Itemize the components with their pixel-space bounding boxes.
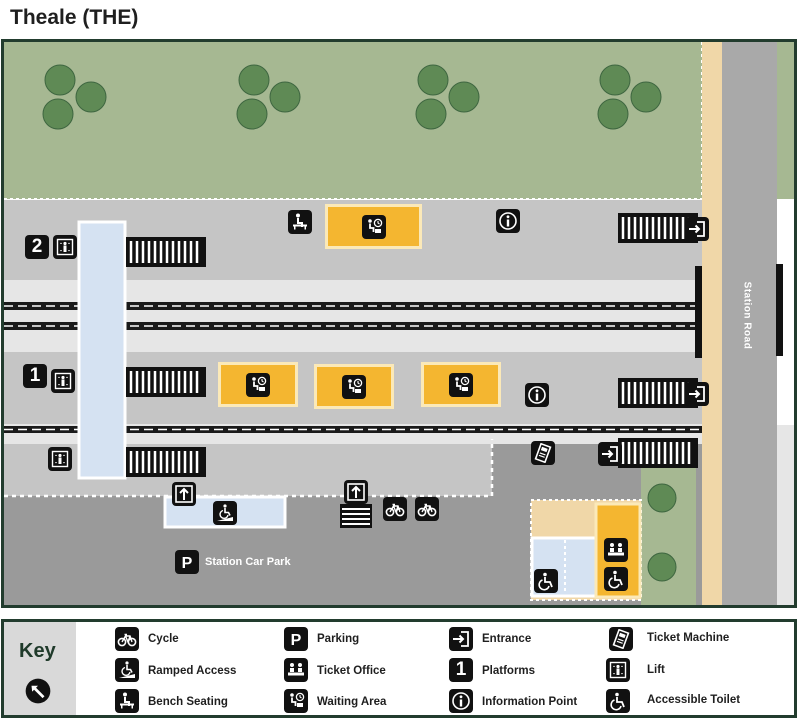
bench-seating-icon: [115, 689, 139, 713]
stair-treads: [129, 217, 691, 473]
key-item-label: Platforms: [482, 665, 536, 677]
cycle-icon: [115, 627, 139, 651]
platform-number-2: 2: [25, 235, 49, 259]
key-item-label: Accessible Toilet: [647, 694, 741, 706]
exit-up-icon: [172, 482, 196, 506]
key-item-label: Ticket Machine: [647, 632, 730, 644]
ticket-machine-icon: [531, 441, 555, 465]
accessible-toilet-icon: [534, 569, 558, 593]
ticket-machine-icon: [609, 627, 633, 651]
exit-up-icon: [344, 480, 368, 504]
lift-icon: [606, 658, 630, 682]
lift-icon: [53, 235, 77, 259]
waiting-area-icon: [361, 214, 386, 239]
information-point-icon: [449, 689, 473, 713]
waiting-area-icon: [342, 374, 366, 399]
accessible-toilet-icon: [606, 689, 630, 713]
platforms-icon: 1: [449, 658, 473, 682]
ticket-office-icon: [604, 538, 628, 562]
bridge-parapet: [695, 266, 702, 358]
waiting-area-icon: [284, 689, 308, 713]
accessible-toilet-icon: [604, 567, 628, 591]
map-title: Theale (THE): [10, 6, 139, 29]
lift-icon: [51, 369, 75, 393]
station-map: 2 1 Station Car Park Station Road: [1, 39, 797, 608]
key-item-label: Ticket Office: [317, 665, 386, 677]
grass-verge: [641, 448, 696, 605]
track-bed: [4, 280, 794, 352]
entrance-icon: [685, 217, 709, 241]
waiting-shelter: [218, 362, 298, 407]
cycle-icon: [415, 497, 439, 521]
key-title: Key: [19, 640, 56, 662]
lift-icon: [48, 447, 72, 471]
entrance-icon: [685, 382, 709, 406]
car-park-label: Station Car Park: [205, 556, 291, 568]
waiting-shelter: [421, 362, 501, 407]
waiting-area-icon: [246, 372, 270, 397]
key-item-label: Information Point: [482, 696, 578, 708]
key-item-label: Entrance: [482, 633, 532, 645]
key-header: Key: [4, 622, 76, 715]
ramped-access-icon: [213, 501, 237, 525]
key-item-label: Lift: [647, 664, 665, 676]
key-panel: Key Cycle Ramped Access Bench Seating Pa…: [1, 619, 797, 718]
entrance-icon: [449, 627, 473, 651]
railway-tracks: [4, 302, 794, 330]
footbridge: [77, 220, 127, 480]
waiting-shelter: [325, 204, 422, 249]
ticket-office-icon: [284, 658, 308, 682]
information-point-icon: [496, 209, 520, 233]
bench-seating-icon: [288, 210, 312, 234]
grass-field: [4, 42, 702, 199]
bridge-parapet: [776, 264, 783, 356]
information-point-icon: [525, 383, 549, 407]
waiting-area-icon: [449, 372, 473, 397]
footpath: [702, 42, 722, 605]
key-item-label: Parking: [317, 633, 360, 645]
platform-number-1: 1: [23, 364, 47, 388]
cycle-icon: [383, 497, 407, 521]
parking-icon: [175, 550, 199, 574]
parking-icon: [284, 627, 308, 651]
key-item-label: Ramped Access: [148, 665, 237, 677]
waiting-shelter: [314, 364, 394, 409]
compass-icon: [25, 678, 51, 704]
key-item-label: Waiting Area: [317, 696, 387, 708]
ramped-access-icon: [115, 658, 139, 682]
car-park-steps: [340, 504, 372, 528]
tree-cluster: [42, 64, 662, 130]
road-label: Station Road: [741, 281, 753, 350]
key-item-label: Cycle: [148, 633, 179, 645]
key-item-label: Bench Seating: [148, 696, 228, 708]
station-road: [722, 42, 777, 605]
entrance-icon: [598, 442, 622, 466]
